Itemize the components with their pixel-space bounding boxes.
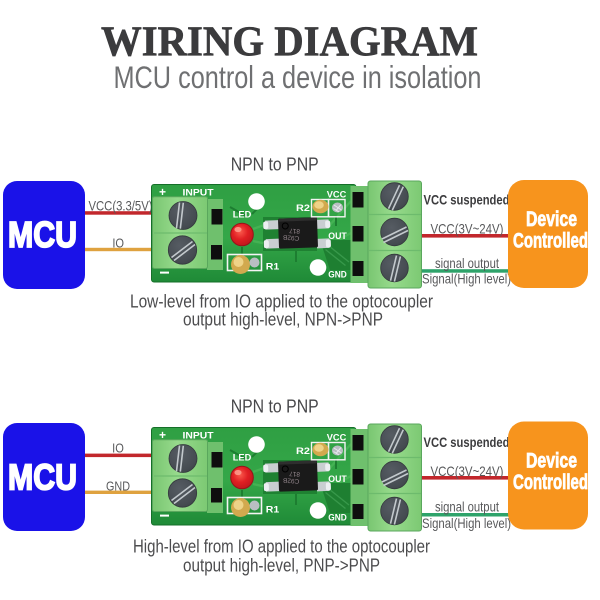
svg-text:signal output: signal output	[435, 255, 499, 271]
svg-text:output high-level, NPN->PNP: output high-level, NPN->PNP	[183, 309, 383, 329]
svg-text:WIRING DIAGRAM: WIRING DIAGRAM	[101, 18, 478, 65]
svg-text:VCC(3.3/5V): VCC(3.3/5V)	[89, 198, 153, 214]
svg-text:output high-level, PNP->PNP: output high-level, PNP->PNP	[183, 555, 380, 575]
svg-text:VCC suspended: VCC suspended	[424, 435, 510, 450]
svg-text:Signal(High level): Signal(High level)	[422, 271, 511, 287]
svg-text:IO: IO	[112, 235, 124, 250]
svg-text:Device: Device	[526, 450, 577, 473]
svg-text:High-level from IO applied to: High-level from IO applied to the optoco…	[133, 536, 430, 556]
svg-text:Signal(High level): Signal(High level)	[422, 515, 511, 531]
svg-text:MCU control a device in isolat: MCU control a device in isolation	[114, 59, 482, 95]
svg-text:Controlled: Controlled	[513, 471, 588, 494]
svg-text:NPN to PNP: NPN to PNP	[231, 396, 319, 416]
svg-text:MCU: MCU	[8, 457, 77, 498]
svg-text:Low-level from IO applied to t: Low-level from IO applied to the optocou…	[130, 291, 433, 311]
svg-text:Device: Device	[526, 208, 577, 231]
svg-text:VCC(3V~24V): VCC(3V~24V)	[431, 221, 504, 237]
svg-text:VCC suspended: VCC suspended	[424, 192, 510, 207]
svg-text:GND: GND	[106, 479, 130, 494]
svg-text:signal output: signal output	[435, 498, 499, 514]
svg-text:VCC(3V~24V): VCC(3V~24V)	[431, 463, 504, 479]
svg-text:NPN to PNP: NPN to PNP	[231, 154, 319, 174]
svg-text:Controlled: Controlled	[513, 229, 588, 252]
svg-text:MCU: MCU	[8, 214, 77, 255]
svg-text:IO: IO	[112, 441, 124, 456]
